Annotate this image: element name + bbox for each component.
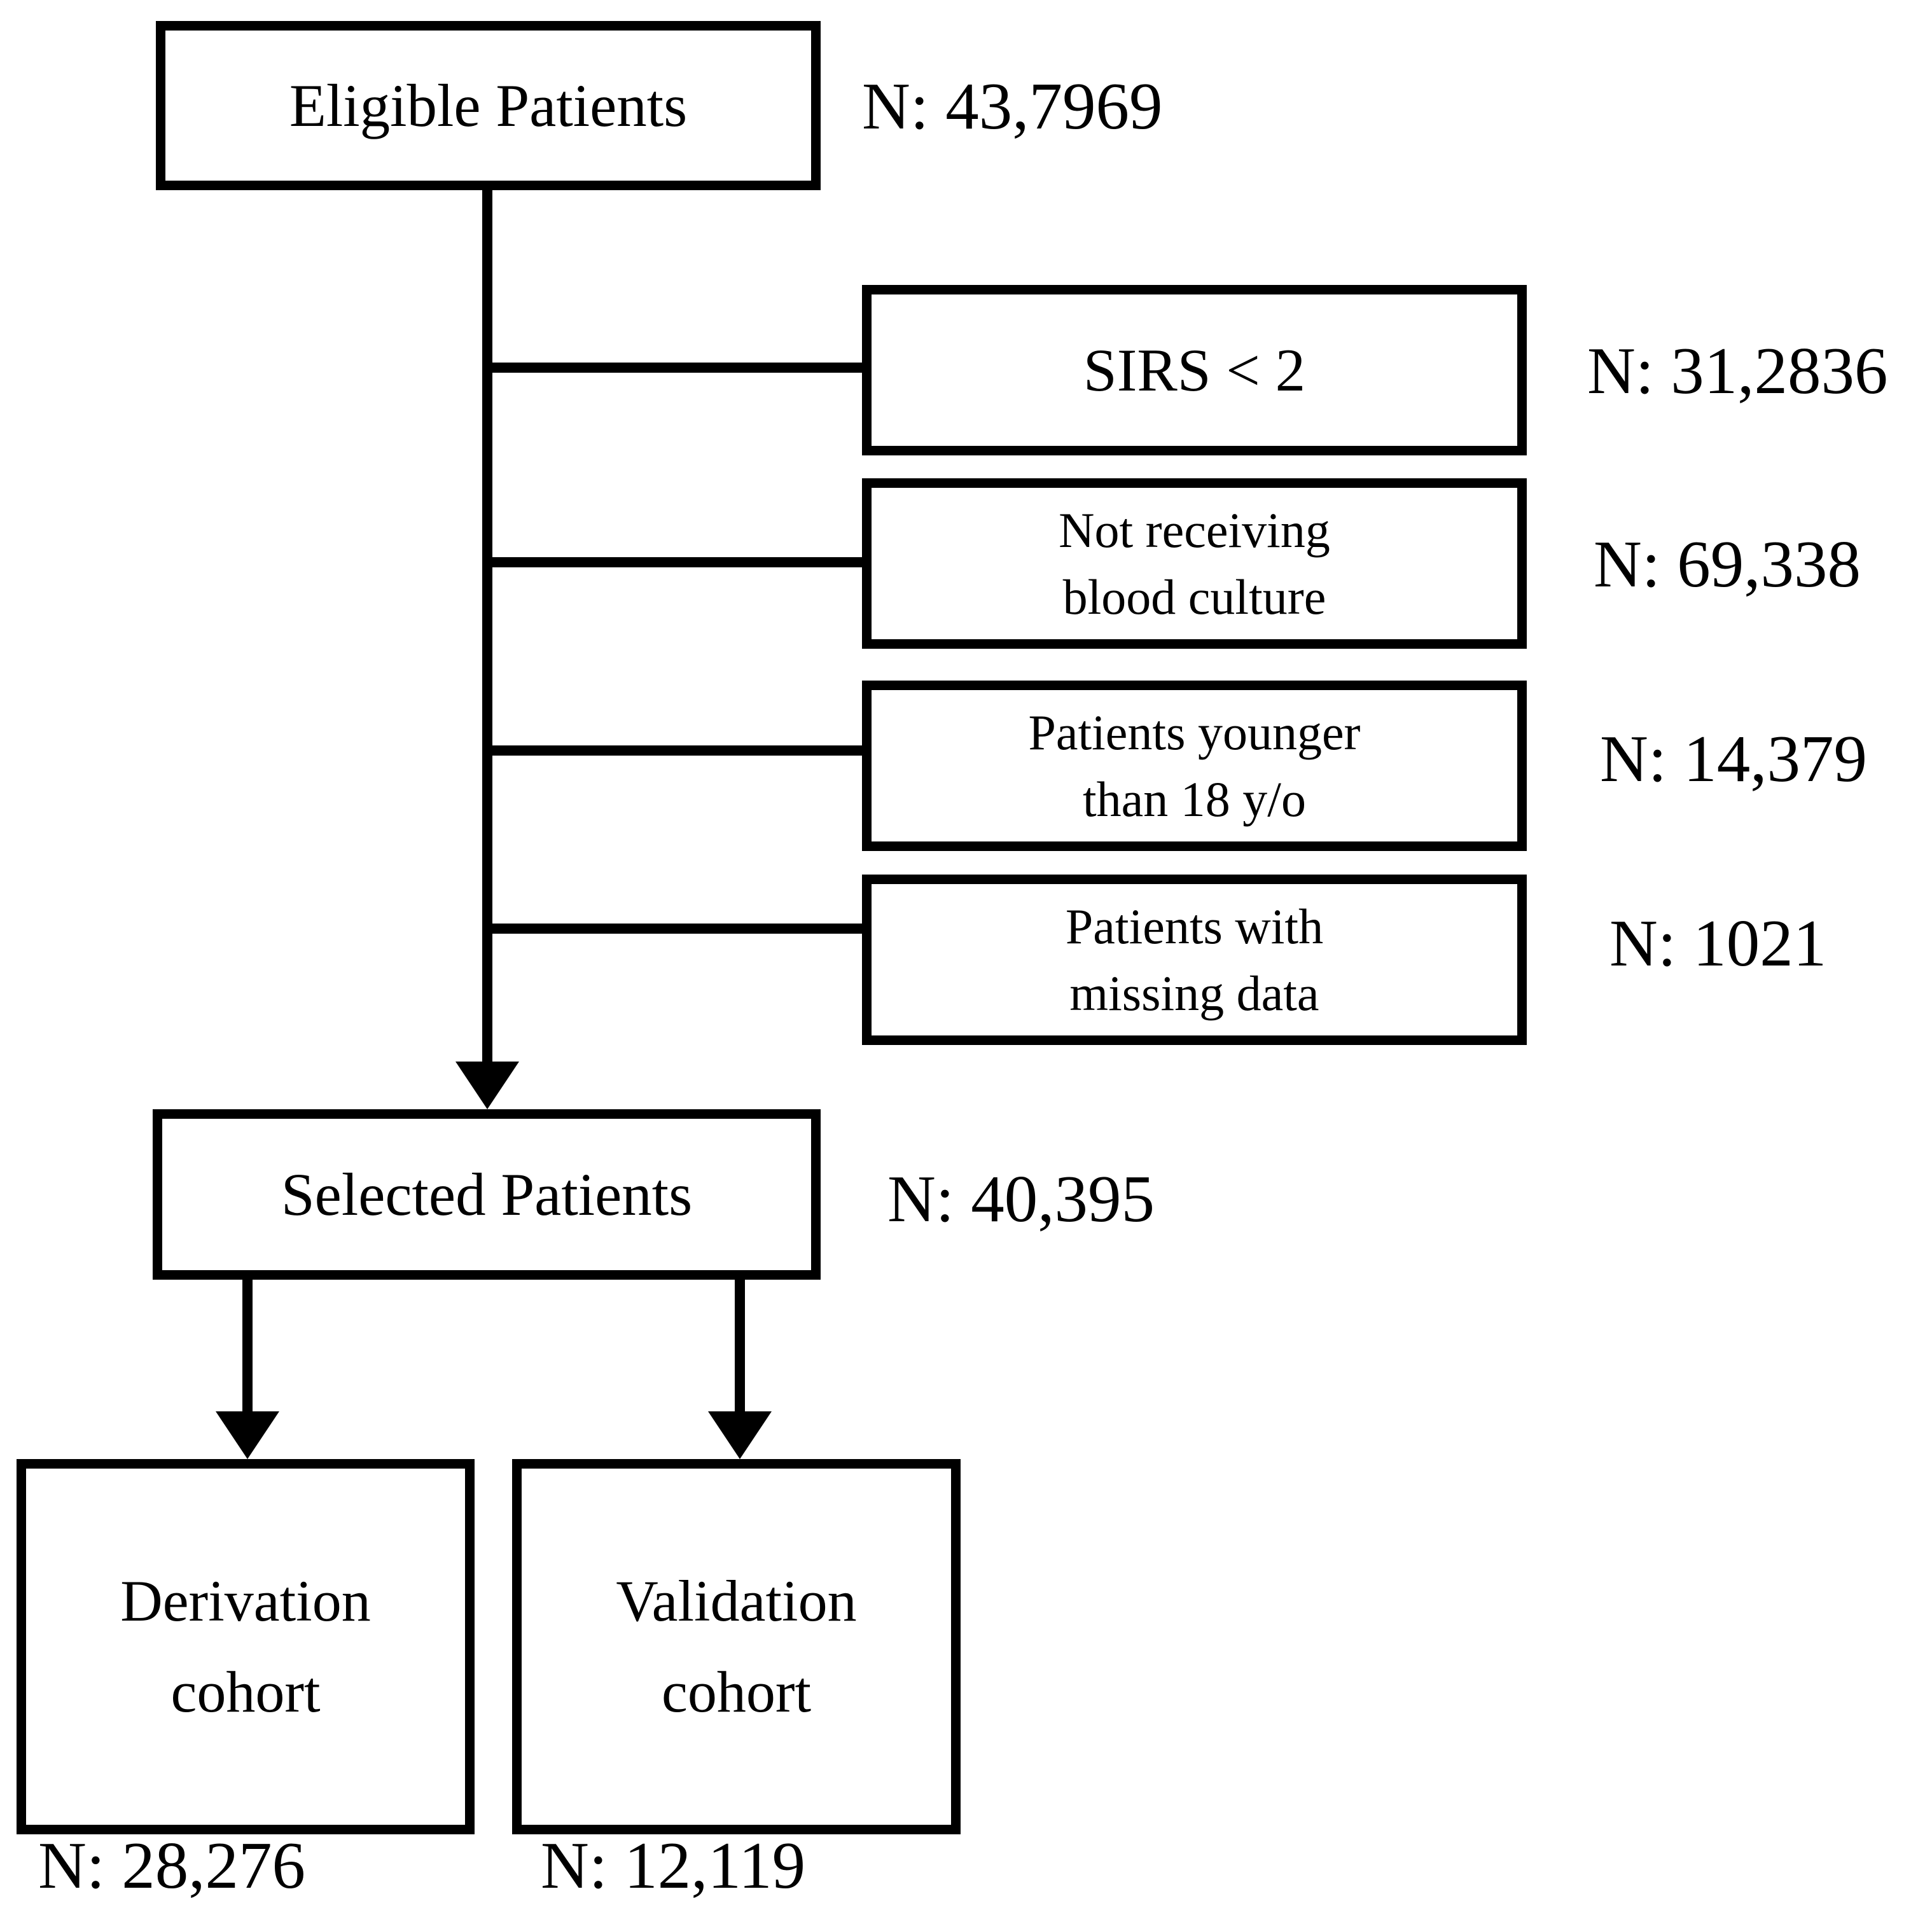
derivation-cohort-count: N: 28,276 [38,1828,305,1902]
node-selected-patients: Selected Patients [153,1109,821,1280]
node-validation-cohort: Validation cohort [512,1459,961,1834]
younger-exclusion-label: Patients younger than 18 y/o [1028,704,1361,827]
edge-branch-blood-culture-line [482,557,872,567]
eligible-patients-label: Eligible Patients [289,71,688,139]
edge-branch-sirs-line [482,363,872,373]
missing-data-exclusion-count: N: 1021 [1609,906,1827,980]
validation-cohort-label: Validation cohort [616,1568,857,1724]
blood-culture-exclusion-count: N: 69,338 [1594,527,1861,601]
edge-eligible-to-selected-line [482,186,492,1071]
edge-selected-to-validation-line [735,1275,745,1418]
selected-patients-count: N: 40,395 [887,1161,1155,1236]
missing-data-exclusion-label: Patients with missing data [1065,898,1324,1021]
blood-culture-exclusion-label: Not receiving blood culture [1059,502,1330,625]
node-missing-data-exclusion: Patients with missing data [862,875,1527,1045]
sirs-exclusion-label: SIRS < 2 [1083,336,1306,404]
sirs-exclusion-count: N: 31,2836 [1587,333,1888,408]
node-derivation-cohort: Derivation cohort [17,1459,475,1834]
validation-cohort-count: N: 12,119 [541,1828,806,1902]
node-blood-culture-exclusion: Not receiving blood culture [862,478,1527,649]
arrowhead-into-derivation-icon [216,1411,279,1459]
younger-exclusion-count: N: 14,379 [1600,721,1867,796]
node-sirs-exclusion: SIRS < 2 [862,285,1527,455]
node-younger-exclusion: Patients younger than 18 y/o [862,681,1527,851]
edge-branch-missing-data-line [482,924,872,934]
selected-patients-label: Selected Patients [281,1160,693,1228]
arrowhead-into-selected-icon [455,1062,519,1109]
edge-selected-to-derivation-line [242,1275,253,1418]
node-eligible-patients: Eligible Patients [156,21,821,190]
arrowhead-into-validation-icon [708,1411,772,1459]
derivation-cohort-label: Derivation cohort [120,1568,371,1724]
edge-branch-younger-line [482,745,872,756]
eligible-patients-count: N: 43,7969 [862,69,1163,143]
